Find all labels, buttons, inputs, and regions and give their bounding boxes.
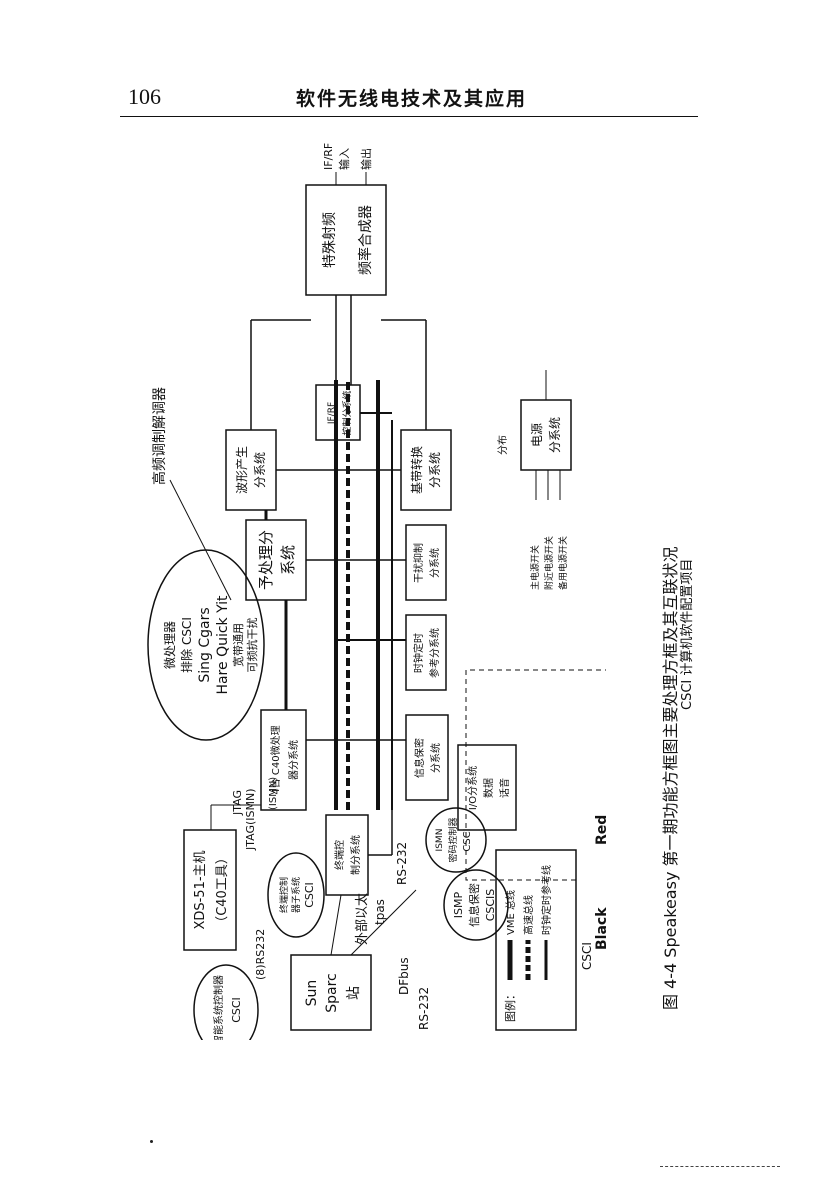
running-title: 软件无线电技术及其应用 [296, 88, 528, 110]
legend-box [495, 849, 577, 1031]
rs232-bottom: RS-232 [417, 987, 431, 1030]
io-line3: 话音 [498, 778, 511, 798]
red-black-boundary [465, 669, 606, 881]
jtag-1: JTAG [231, 790, 244, 816]
legend-vme: VME 总线 [504, 890, 517, 935]
ext-ethernet-2: tpas [373, 899, 387, 925]
hf-modem-label: 高频调制解调器 [151, 387, 168, 485]
preprocessing-box [245, 519, 307, 601]
ellipse-proc-5: 宽带通用 [231, 623, 245, 667]
jtag-3: (ISMN) [268, 777, 279, 810]
header-rule [120, 116, 698, 117]
xds-line1: XDS-51-主机 [193, 850, 208, 929]
rs232-8: (8)RS232 [254, 929, 267, 980]
terminal-ellipse-2: 器子系统 [290, 877, 302, 913]
intelligent-ctrl-1: 智能系统控制器 [212, 975, 225, 1040]
terminal-line2: 制分系统 [349, 835, 362, 875]
ismp-1: ISMP [452, 891, 465, 918]
io-box [457, 744, 517, 831]
infosec-line1: 信息保密 [413, 738, 426, 778]
preproc-line1: 予处理分 [257, 530, 275, 590]
c40-processor-box [260, 709, 307, 811]
infosec-box [405, 714, 449, 801]
switch-3: 备用电源开关 [557, 536, 569, 590]
infosec-line2: 分系统 [429, 743, 442, 773]
if-rf-io-top: IF/RF [322, 143, 335, 170]
io-line2: 数据 [482, 778, 495, 798]
baseband-line1: 基带转换 [409, 446, 424, 494]
clock-line1: 时钟定时 [412, 633, 425, 673]
ellipse-proc-4: Hare Quick Yit [215, 595, 231, 695]
switch-1: 主电源开关 [529, 545, 541, 590]
scan-edge-dash [660, 1166, 780, 1167]
page-number: 106 [128, 84, 161, 109]
c40-line1: 4台 C40微处理 [269, 725, 282, 794]
ext-ethernet-1: 外部以太 [355, 893, 370, 945]
power-line1: 电源 [530, 423, 544, 447]
intelligent-ctrl-2: CSCI [230, 997, 243, 1023]
xds-host-box [183, 829, 237, 951]
terminal-ellipse [267, 852, 325, 938]
bus-lines [250, 295, 427, 856]
terminal-ellipse-3: CSCI [303, 882, 316, 908]
ismp-2: 信息保密 [467, 883, 481, 927]
baseband-line2: 分系统 [428, 452, 442, 488]
jammer-box [405, 524, 447, 601]
legend-csci: CSCI [580, 942, 594, 970]
if-rf-ctrl-line1: IF/RF [327, 402, 337, 424]
legend-clock: 时钟定时参考线 [540, 865, 553, 935]
figure-caption: 图 4-4 Speakeasy 第一期功能方框图主要处理方框及其互联状况 [661, 546, 680, 1010]
waveform-box [225, 429, 277, 511]
power-line2: 分系统 [548, 417, 562, 453]
special-rf-box [305, 184, 387, 296]
preproc-line2: 系统 [279, 545, 297, 575]
legend-fast: 高速总线 [522, 895, 535, 935]
waveform-line1: 波形产生 [235, 446, 249, 494]
power-distribution: 分布 [497, 435, 509, 455]
waveform-line2: 分系统 [253, 452, 267, 488]
intelligent-ctrl-ellipse [193, 964, 259, 1056]
jtag-2: JTAG(ISMN) [244, 789, 257, 852]
terminal-line1: 终端控 [333, 840, 346, 870]
sun-line3: 站 [346, 986, 362, 1000]
ellipse-proc-1: 微处理器 [163, 621, 177, 669]
jammer-line1: 干扰抑制 [412, 543, 425, 583]
ismp-ellipse [443, 869, 509, 941]
sun-line2: Sparc [324, 973, 340, 1013]
ismn-1: ISMN [435, 829, 445, 852]
power-box [520, 399, 572, 471]
clock-line2: 参考分系统 [428, 628, 441, 678]
dfbus-label: DFbus [397, 957, 411, 995]
black-label: Black [594, 907, 610, 950]
ellipse-proc-2: 排除 CSCI [179, 617, 194, 673]
special-rf-line2: 频率合成器 [357, 205, 374, 275]
ismn-ellipse [425, 807, 487, 873]
c40-line2: 器分系统 [287, 740, 300, 780]
ellipse-proc-6: 可频抗干扰 [245, 618, 259, 673]
xds-line2: （C40工具） [215, 851, 230, 929]
scan-speck [150, 1140, 153, 1143]
clock-box [405, 614, 447, 691]
red-label: Red [594, 815, 610, 845]
csci-config-label: CSCI 计算机软件配置项目 [680, 559, 695, 710]
special-rf-line1: 特殊射频 [322, 212, 338, 268]
switch-2: 附近电源开关 [543, 536, 555, 590]
ismn-2: 密码控制器 [447, 817, 459, 862]
if-rf-io-out: 输出 [359, 148, 373, 170]
rs232-top: RS-232 [395, 842, 409, 885]
jammer-line2: 分系统 [428, 548, 441, 578]
io-line1: I/O分系统 [466, 766, 479, 810]
baseband-box [400, 429, 452, 511]
ellipse-proc-3: Sing Cgars [197, 607, 213, 682]
if-rf-io-in: 输入 [337, 148, 351, 170]
ismp-3: CSCIS [484, 889, 497, 922]
ismn-3: CSCI [462, 828, 473, 851]
legend-title: 图例： [503, 989, 517, 1022]
sun-line1: Sun [304, 980, 320, 1007]
terminal-ellipse-1: 终端控制 [278, 877, 290, 913]
